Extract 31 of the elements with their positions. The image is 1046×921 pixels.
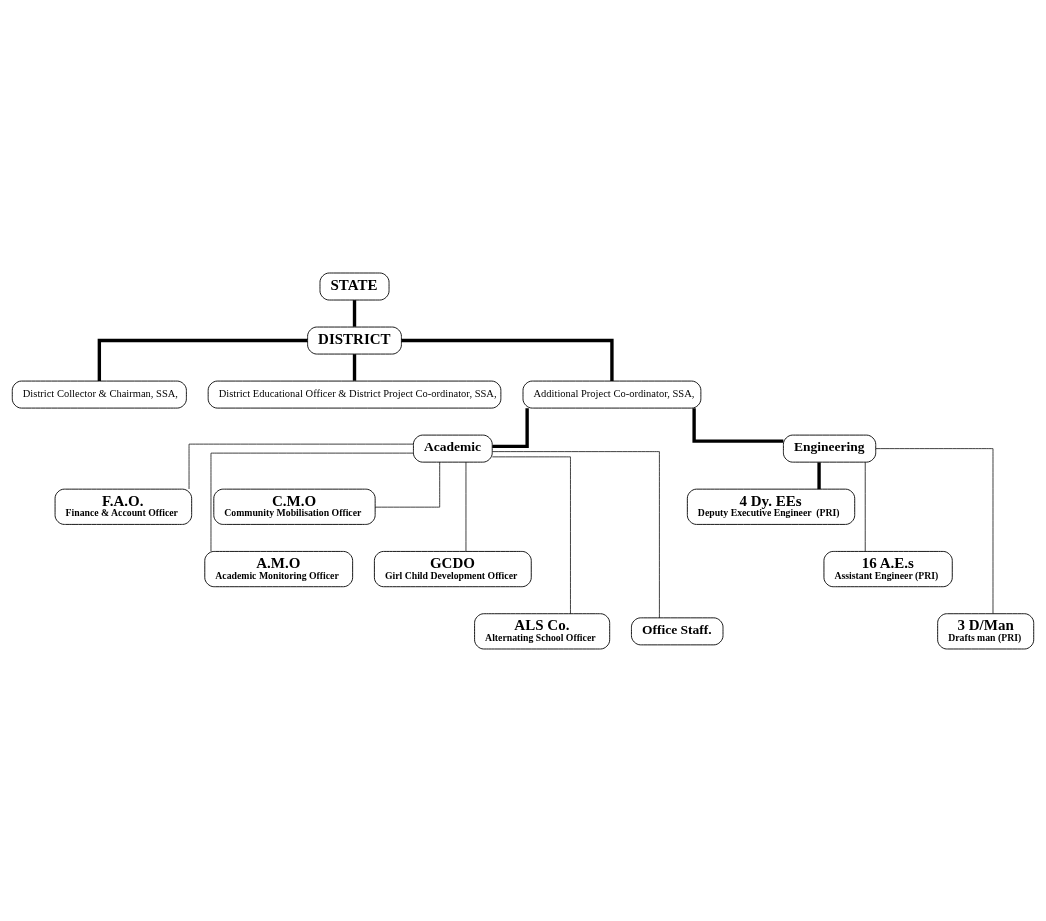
node-box: F.A.O. Finance & Account Officer [54,488,193,525]
connector [97,338,308,381]
node-box: Academic [413,434,493,463]
node-box: A.M.O Academic Monitoring Officer [204,550,354,587]
node-box: DISTRICT [307,326,402,354]
connector [817,461,821,489]
connector [188,443,414,489]
node-box: District Collector & Chairman, SSA, [11,380,187,409]
connector [875,447,994,614]
connector [374,461,441,508]
connector [492,407,529,448]
node-box: STATE [319,272,390,300]
connector [491,456,571,614]
connector [465,461,467,552]
connector [352,299,357,327]
node-box: Additional Project Co-ordinator, SSA, [522,380,702,409]
node-box: Office Staff. [631,616,724,645]
node-box: GCDO Girl Child Development Officer [373,550,532,587]
connector [352,353,357,381]
connector [210,452,414,552]
node-box: C.M.O Community Mobilisation Officer [213,488,376,525]
node-box: ALS Co. Alternating School Officer [474,612,611,649]
node-box: Engineering [782,434,877,463]
connector [692,407,784,443]
node-box: 4 Dy. EEs Deputy Executive Engineer (PRI) [686,488,856,525]
node-box: District Educational Officer & District Project Co-ordinator, SSA, [207,380,502,409]
node-box: 3 D/Man Drafts man (PRI) [937,612,1035,649]
node-box: 16 A.E.s Assistant Engineer (PRI) [823,550,953,587]
connector [492,450,660,618]
connector [401,338,614,381]
connector [864,461,866,552]
